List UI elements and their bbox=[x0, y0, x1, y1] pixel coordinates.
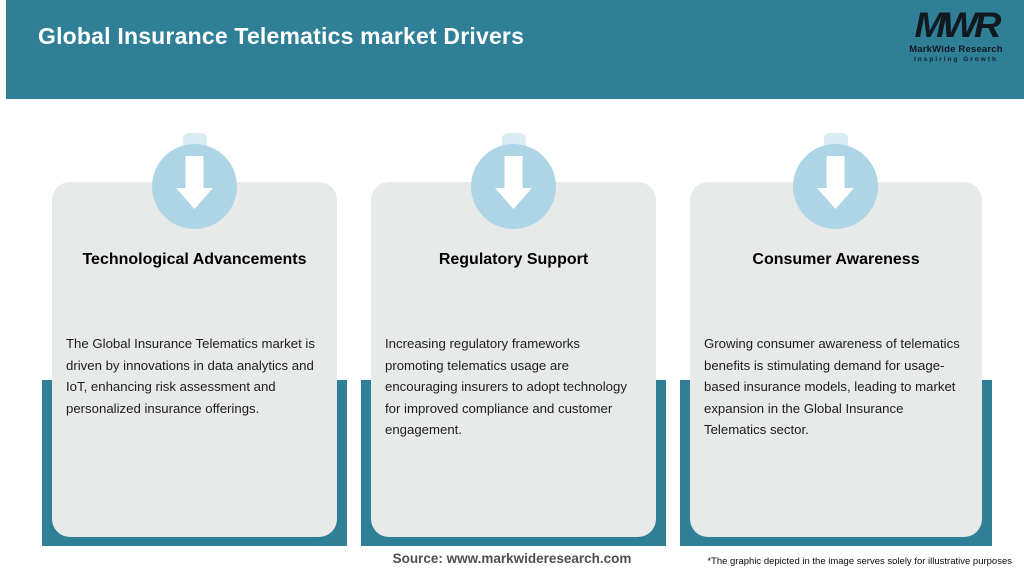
mwr-logo-icon: MWR bbox=[914, 6, 1002, 46]
source-text: Source: www.markwideresearch.com bbox=[392, 551, 632, 566]
arrow-down-icon bbox=[175, 156, 213, 209]
disclaimer-text: *The graphic depicted in the image serve… bbox=[707, 556, 1012, 567]
driver-card-regulatory-support: Regulatory Support Increasing regulatory… bbox=[361, 133, 666, 550]
arrow-circle bbox=[470, 144, 556, 229]
logo-tagline: Inspiring Growth bbox=[914, 56, 998, 63]
card-panel: Regulatory Support Increasing regulatory… bbox=[371, 182, 656, 537]
logo-name: MarkWide Research bbox=[909, 44, 1003, 55]
arrow-down-icon bbox=[817, 156, 854, 209]
driver-card-consumer-awareness: Consumer Awareness Growing consumer awar… bbox=[680, 133, 992, 550]
driver-card-technological-advancements: Technological Advancements The Global In… bbox=[42, 133, 347, 550]
card-panel: Technological Advancements The Global In… bbox=[52, 182, 337, 537]
card-title: Regulatory Support bbox=[438, 251, 589, 268]
header-bar: Global Insurance Telematics market Drive… bbox=[6, 0, 1024, 99]
card-panel: Consumer Awareness Growing consumer awar… bbox=[690, 182, 982, 537]
card-description: The Global Insurance Telematics market i… bbox=[66, 336, 315, 416]
arrow-circle bbox=[151, 144, 237, 229]
page-title: Global Insurance Telematics market Drive… bbox=[38, 23, 525, 49]
card-title: Consumer Awareness bbox=[752, 251, 920, 268]
card-title: Technological Advancements bbox=[82, 251, 307, 268]
markwide-logo: MWR MarkWide Research Inspiring Growth bbox=[900, 8, 1012, 63]
arrow-down-icon bbox=[494, 156, 532, 209]
arrow-circle bbox=[793, 144, 878, 229]
card-description: Growing consumer awareness of telematics… bbox=[704, 336, 960, 437]
card-description: Increasing regulatory frameworks promoti… bbox=[385, 336, 627, 437]
